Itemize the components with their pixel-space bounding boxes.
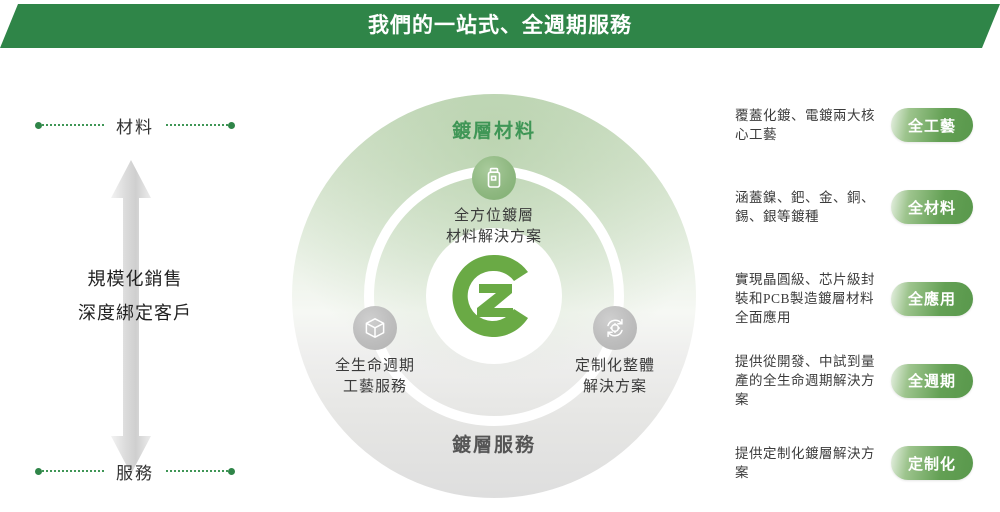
axis-row-material: 材料 [0,112,270,138]
axis-label-service: 服務 [116,463,154,483]
diagram-node-materials[interactable]: 全方位鍍層 材料解決方案 [419,156,569,248]
diagram-node-customization[interactable]: 定制化整體 解決方案 [540,306,690,398]
feature-badge[interactable]: 全週期 [891,363,973,398]
dotted-connector-right [166,467,235,475]
dashed-line [42,124,104,126]
node-label-line-1: 定制化整體 [574,358,655,374]
diagram-title-material: 鍍層材料 [451,121,536,142]
feature-badge[interactable]: 全應用 [891,281,973,316]
feature-row: 涵蓋鎳、鈀、金、銅、錫、銀等鍍種 全材料 [735,188,1000,226]
left-center-line-1: 規模化銷售 [87,269,183,289]
right-feature-list: 覆蓋化鍍、電鍍兩大核心工藝 全工藝 涵蓋鎳、鈀、金、銅、錫、銀等鍍種 全材料 實… [735,98,1000,498]
gear-refresh-icon [593,306,637,350]
diagram-title-service: 鍍層服務 [451,435,536,456]
left-center-text: 規模化銷售 深度綁定客戶 [0,262,270,330]
feature-badge[interactable]: 全材料 [891,190,973,224]
cube-box-icon [353,306,397,350]
company-logo [444,246,544,346]
feature-row: 覆蓋化鍍、電鍍兩大核心工藝 全工藝 [735,106,1000,144]
dot-marker-icon [228,467,235,475]
double-headed-vertical-arrow-icon [105,158,157,476]
feature-description: 實現晶圓級、芯片級封裝和PCB製造鍍層材料全面應用 [735,272,875,325]
left-center-line-2: 深度綁定客戶 [78,303,192,323]
header-banner: 我們的一站式、全週期服務 [0,4,1000,48]
dashed-line [42,470,104,472]
feature-badge[interactable]: 定制化 [891,446,973,480]
dotted-connector-left [35,121,104,129]
dot-marker-icon [35,121,42,129]
feature-badge[interactable]: 全工藝 [891,108,973,142]
node-label-line-2: 解決方案 [582,379,647,395]
axis-label-material: 材料 [116,117,154,137]
dot-marker-icon [228,121,235,129]
diagram-node-lifecycle[interactable]: 全生命週期 工藝服務 [300,306,450,398]
center-circular-diagram: 鍍層材料 鍍層服務 全方位鍍層 材料解決方案 全生命週期 工藝服 [292,94,696,498]
feature-description: 提供定制化鍍層解決方案 [735,446,875,480]
container-bottle-icon [472,156,516,200]
node-label-line-2: 材料解決方案 [445,229,542,245]
node-label-line-2: 工藝服務 [342,379,407,395]
dotted-connector-left [35,467,104,475]
feature-row: 實現晶圓級、芯片級封裝和PCB製造鍍層材料全面應用 全應用 [735,270,1000,327]
feature-description: 涵蓋鎳、鈀、金、銅、錫、銀等鍍種 [735,190,875,224]
dashed-line [166,470,228,472]
feature-description: 提供從開發、中試到量產的全生命週期解決方案 [735,354,875,407]
dot-marker-icon [35,467,42,475]
dotted-connector-right [166,121,235,129]
feature-description: 覆蓋化鍍、電鍍兩大核心工藝 [735,108,875,142]
feature-row: 提供從開發、中試到量產的全生命週期解決方案 全週期 [735,352,1000,409]
node-label-line-1: 全方位鍍層 [453,208,534,224]
left-axis-panel: 材料 規模化銷售 深度綁定客戶 服務 [0,90,270,490]
feature-row: 提供定制化鍍層解決方案 定制化 [735,444,1000,482]
dashed-line [166,124,228,126]
axis-row-service: 服務 [0,458,270,484]
page-title: 我們的一站式、全週期服務 [368,14,632,37]
node-label-line-1: 全生命週期 [334,358,415,374]
